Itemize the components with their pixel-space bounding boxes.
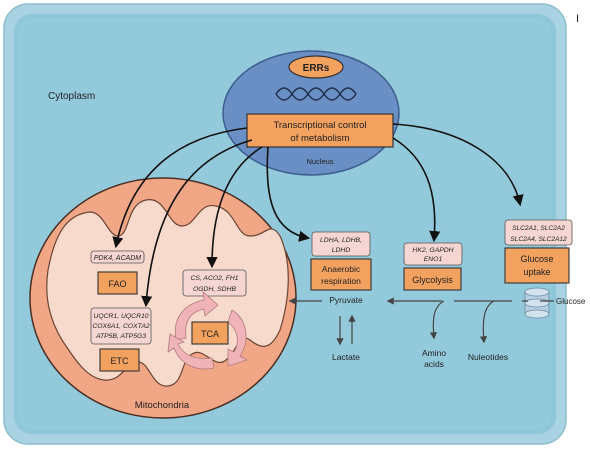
arrow-to-tca <box>206 146 263 269</box>
glycolysis-genes-line2: ENO1 <box>424 256 443 263</box>
glucose-uptake-line1: Glucose <box>520 254 553 264</box>
arrow-to-etc <box>141 139 253 308</box>
to-amino-acids-arrow <box>429 300 445 340</box>
arrow-to-glucose-uptake <box>392 123 524 207</box>
tca-genes-line2: OGDH, SDHB <box>193 286 237 293</box>
control-line1: Transcriptional control <box>273 120 366 131</box>
arrow-to-anaerobic <box>266 146 311 242</box>
fao-genes: PDK4, ACADM <box>94 255 141 262</box>
glycolysis-box <box>403 267 462 291</box>
glucose-label: Glucose <box>556 297 586 306</box>
glucose-transporter-icon <box>524 287 550 319</box>
amino-acids-line1: Amino <box>422 348 446 358</box>
control-line2: of metabolism <box>290 133 349 144</box>
fao-label: FAO <box>108 279 126 289</box>
nucleotides-label: Nuleotides <box>468 352 508 362</box>
amino-acids-line2: acids <box>424 359 444 369</box>
glycolysis-label: Glycolysis <box>412 275 453 285</box>
metabolic-flow-arrows <box>288 297 554 346</box>
to-nucleotides-arrow <box>479 300 495 344</box>
etc-label: ETC <box>111 356 130 366</box>
anaerobic-gene-box <box>311 231 371 257</box>
tca-label: TCA <box>201 329 219 339</box>
cytoplasm-label: Cytoplasm <box>48 91 95 102</box>
glycolysis-genes-line1: HK2, GAPDH <box>412 247 453 254</box>
anaerobic-line1: Anaerobic <box>322 264 361 274</box>
fao-box <box>97 271 138 295</box>
etc-box <box>99 348 140 372</box>
glucose-gene-box <box>504 219 573 246</box>
tca-genes-line1: CS, ACO2, FH1 <box>190 275 238 282</box>
anaerobic-line2: respiration <box>321 276 361 286</box>
etc-genes-line3: ATP5B, ATP5G3 <box>95 333 146 340</box>
etc-genes-line1: UQCR1, UQCR10 <box>93 313 148 320</box>
nucleus-label: Nucleus <box>306 157 333 166</box>
mitochondria-label: Mitochondria <box>135 400 190 411</box>
tca-gene-box <box>182 269 247 297</box>
corner-mark: I <box>576 13 579 25</box>
anaerobic-genes-line1: LDHA, LDHB, <box>320 237 362 244</box>
transcriptional-control-box <box>246 113 394 148</box>
errs-badge <box>288 55 344 79</box>
glycolysis-gene-box <box>403 242 463 266</box>
glucose-uptake-box <box>504 247 570 284</box>
arrow-to-fao <box>112 127 248 249</box>
glucose-uptake-line2: uptake <box>523 267 550 277</box>
tca-cycle-arrows-icon <box>167 291 248 370</box>
tca-box <box>191 321 229 345</box>
anaerobic-box <box>310 258 372 291</box>
lactate-label: Lactate <box>332 352 360 362</box>
etc-genes-line2: COX6A1, COXTA2 <box>92 323 150 330</box>
errs-label: ERRs <box>303 63 330 74</box>
glucose-genes-line1: SLC2A1, SLC2A2 <box>512 225 565 232</box>
etc-gene-box <box>90 307 152 345</box>
fao-gene-box <box>90 250 145 264</box>
anaerobic-genes-line2: LDHD <box>332 247 351 254</box>
glucose-genes-line2: SLC2A4, SLC2A12 <box>510 236 567 243</box>
arrow-to-glycolysis <box>392 137 441 243</box>
pyruvate-label: Pyruvate <box>329 295 363 305</box>
regulatory-arrows <box>112 123 524 308</box>
dna-helix-icon <box>275 87 357 101</box>
